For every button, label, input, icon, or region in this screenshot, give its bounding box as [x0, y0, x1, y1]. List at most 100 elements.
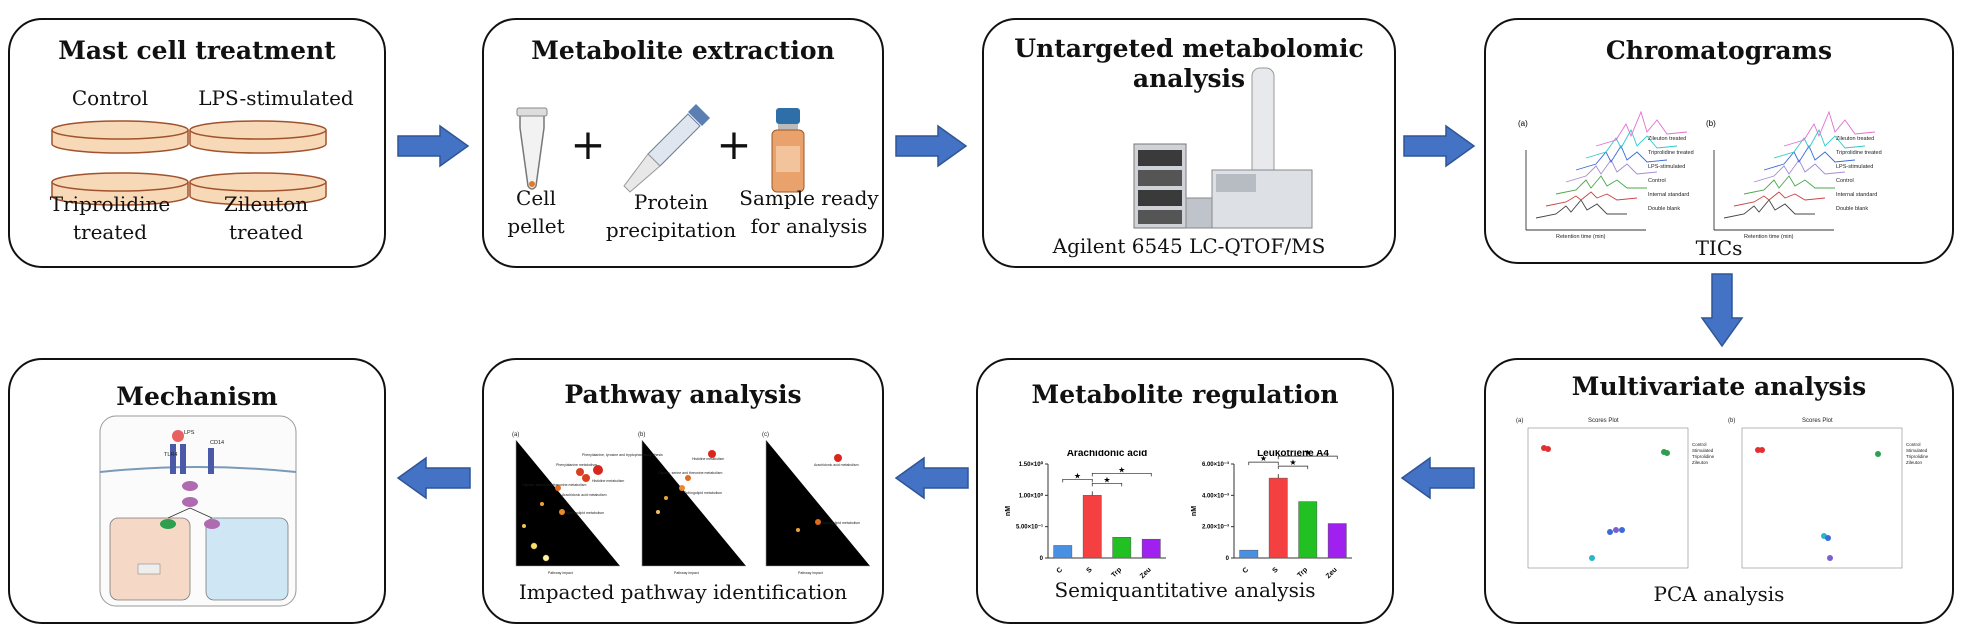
- x-tick-label: C: [1242, 566, 1251, 575]
- y-tick-label: 5.00×10⁻¹: [1016, 524, 1043, 531]
- svg-text:Triprolidine treated: Triprolidine treated: [1648, 150, 1694, 156]
- svg-text:Histidine metabolism: Histidine metabolism: [592, 479, 624, 483]
- bar: [1082, 495, 1102, 559]
- significance-bracket: [1091, 482, 1123, 487]
- mechanism-title: Mechanism: [116, 382, 278, 411]
- svg-text:Scores Plot: Scores Plot: [1588, 418, 1619, 424]
- x-tick-label: S: [1271, 566, 1279, 574]
- multivariate-analysis-title: Multivariate analysis: [1571, 372, 1867, 401]
- svg-text:Internal standard: Internal standard: [1836, 192, 1877, 198]
- pca-score-plots: (a) (b) Scores Plot Scores Plot Control …: [1516, 418, 1929, 569]
- mast-cell-treatment-box: Mast cell treatment Control LPS-stimulat…: [8, 18, 386, 268]
- svg-text:Sphingolipid metabolism: Sphingolipid metabolism: [822, 521, 860, 525]
- bar: [1298, 501, 1318, 559]
- metabolite-extraction-title: Metabolite extraction: [531, 36, 835, 65]
- y-tick-label: 0: [1040, 556, 1044, 562]
- svg-text:Zileuton: Zileuton: [1692, 460, 1709, 465]
- svg-text:CD14: CD14: [210, 440, 224, 446]
- bar: [1268, 477, 1288, 559]
- chromatograms-caption: TICs: [1695, 236, 1743, 260]
- svg-text:Pathway impact: Pathway impact: [548, 571, 573, 575]
- arrow-left-icon: [396, 456, 471, 500]
- panel-a-label: (a): [1518, 119, 1528, 128]
- svg-text:Sphingolipid metabolism: Sphingolipid metabolism: [566, 511, 604, 515]
- y-tick-label: 4.00×10⁻³: [1202, 492, 1229, 499]
- significance-bracket: [1248, 461, 1279, 466]
- svg-text:Phenylalanine, tyrosine and tr: Phenylalanine, tyrosine and tryptophan b…: [582, 453, 663, 457]
- mechanism-diagram: TLR4 CD14 LPS: [99, 415, 297, 607]
- arrow-right-icon: [1403, 124, 1476, 168]
- svg-text:Pathway impact: Pathway impact: [674, 571, 699, 575]
- arrow-left-icon: [894, 456, 969, 500]
- svg-text:Pathway impact: Pathway impact: [798, 571, 823, 575]
- arrow-down-icon: [1700, 273, 1744, 348]
- y-axis-label: nM: [1005, 506, 1012, 516]
- petri-dishes: [51, 120, 327, 206]
- pipette-icon: [623, 104, 710, 193]
- chromatogram-panels: (a) (b) Zileuton treated Triprolidine tr…: [1518, 110, 1882, 240]
- svg-text:LPS-stimulated: LPS-stimulated: [1648, 164, 1685, 170]
- metabolite-regulation-title: Metabolite regulation: [1031, 380, 1339, 409]
- svg-text:Control: Control: [1906, 442, 1921, 447]
- svg-text:Glycine, serine and threonine: Glycine, serine and threonine metabolism: [522, 483, 586, 487]
- svg-text:Triprolidine: Triprolidine: [1692, 454, 1715, 459]
- vial-icon: [771, 108, 805, 193]
- svg-text:Double blank: Double blank: [1648, 206, 1680, 212]
- x-tick-label: S: [1085, 566, 1093, 574]
- chromatogram-a: [1525, 110, 1688, 231]
- panel-b-label: (b): [1728, 418, 1735, 424]
- dish-icon: [51, 120, 327, 206]
- svg-text:Stimulated: Stimulated: [1906, 448, 1928, 453]
- svg-text:Stimulated: Stimulated: [1692, 448, 1714, 453]
- label-control: Control: [71, 86, 149, 110]
- svg-text:Phenylalanine metabolism: Phenylalanine metabolism: [556, 463, 597, 467]
- significance-bracket: [1091, 472, 1152, 477]
- regulation-caption: Semiquantitative analysis: [1054, 578, 1316, 602]
- bar: [1327, 523, 1347, 559]
- svg-text:Glycine, serine and threonine: Glycine, serine and threonine metabolism: [658, 471, 722, 475]
- significance-star: ★: [1289, 458, 1296, 467]
- significance-star: ★: [1074, 471, 1081, 480]
- significance-star: ★: [1118, 465, 1125, 474]
- pca-caption: PCA analysis: [1653, 582, 1785, 606]
- bar: [1239, 549, 1259, 559]
- svg-text:Triprolidine: Triprolidine: [1906, 454, 1929, 459]
- x-tick-label: C: [1056, 566, 1065, 575]
- y-tick-label: 1.00×10⁰: [1019, 492, 1044, 499]
- instrument-caption: Agilent 6545 LC-QTOF/MS: [1052, 234, 1326, 258]
- svg-text:Zileuton: Zileuton: [1906, 460, 1923, 465]
- arrow-right-icon: [397, 124, 470, 168]
- svg-text:Double blank: Double blank: [1836, 206, 1868, 212]
- chromatograms-title: Chromatograms: [1605, 36, 1833, 65]
- svg-text:TLR4: TLR4: [164, 452, 177, 458]
- mechanism-box: Mechanism TLR4 CD14 LPS: [8, 358, 386, 624]
- svg-text:(c): (c): [762, 432, 769, 438]
- svg-text:Retention time (min): Retention time (min): [1744, 234, 1794, 240]
- svg-text:LPS-stimulated: LPS-stimulated: [1836, 164, 1873, 170]
- pathway-analysis-title: Pathway analysis: [564, 380, 802, 409]
- plus-sign-2: +: [716, 120, 752, 169]
- significance-star: ★: [1304, 450, 1311, 457]
- bar: [1141, 538, 1161, 559]
- y-tick-label: 2.00×10⁻³: [1202, 524, 1229, 531]
- arrow-left-icon: [1400, 456, 1475, 500]
- chromatogram-b: [1713, 110, 1876, 231]
- svg-text:(b): (b): [638, 432, 645, 438]
- svg-text:Zileuton treated: Zileuton treated: [1648, 136, 1686, 142]
- chromatograms-box: Chromatograms (a) (b) Zileuton treated T: [1484, 18, 1954, 264]
- y-axis-label: nM: [1191, 506, 1198, 516]
- svg-text:Control: Control: [1692, 442, 1707, 447]
- label-lps-stimulated: LPS-stimulated: [198, 86, 354, 110]
- multivariate-analysis-box: Multivariate analysis (a) (b) Scores Plo…: [1484, 358, 1954, 624]
- svg-text:Internal standard: Internal standard: [1648, 192, 1689, 198]
- svg-text:Retention time (min): Retention time (min): [1556, 234, 1606, 240]
- pathway-analysis-box: Pathway analysis (a) (b) (c) Pathway imp…: [482, 358, 884, 624]
- tube-icon: [516, 107, 548, 190]
- mast-cell-treatment-title: Mast cell treatment: [58, 36, 336, 65]
